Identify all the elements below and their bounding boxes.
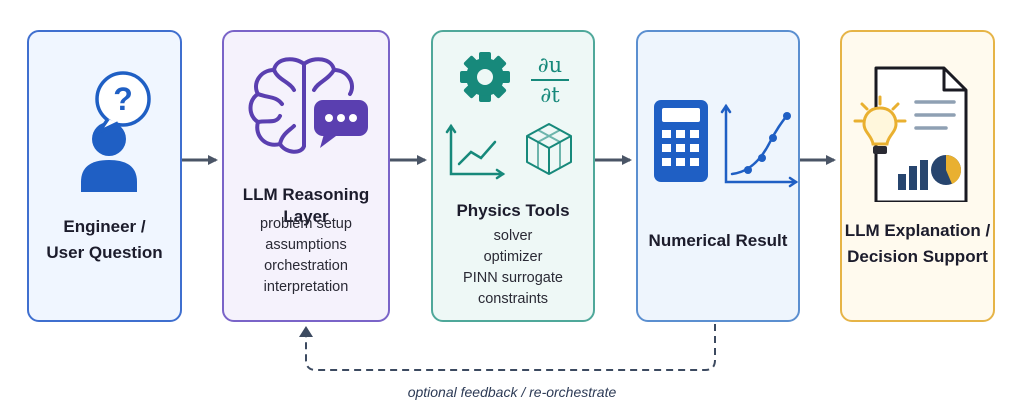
step-5-title-line-1: LLM Explanation / bbox=[844, 221, 991, 240]
step-llm-explanation: LLM Explanation / Decision Support bbox=[840, 30, 995, 322]
step-2-item: orchestration bbox=[264, 258, 348, 274]
pde-denominator: ∂t bbox=[540, 83, 560, 107]
step-2-item: interpretation bbox=[263, 279, 349, 295]
step-5-title: LLM Explanation / Decision Support bbox=[842, 220, 993, 268]
curve-chart-points bbox=[744, 112, 791, 174]
step-3-title: Physics Tools bbox=[456, 201, 570, 220]
brain-icon bbox=[248, 57, 368, 154]
step-1-title-line-2: User Question bbox=[46, 243, 163, 262]
step-3-item: PINN surrogate bbox=[463, 270, 563, 286]
bar-chart-icon bbox=[898, 160, 928, 190]
step-5-title-line-2: Decision Support bbox=[847, 247, 988, 266]
feedback-arrowhead bbox=[299, 326, 313, 337]
step-1-title-line-1: Engineer / bbox=[63, 217, 146, 236]
result-icons bbox=[654, 100, 799, 188]
question-mark: ? bbox=[113, 81, 133, 117]
explanation-icons bbox=[853, 66, 968, 202]
pie-chart-icon bbox=[931, 155, 962, 185]
step-numerical-result: Numerical Result bbox=[636, 30, 800, 322]
step-2-items: problem setup assumptions orchestration … bbox=[224, 214, 388, 298]
step-llm-reasoning: LLM Reasoning Layer problem setup assump… bbox=[222, 30, 390, 322]
step-3-item: optimizer bbox=[483, 249, 543, 265]
user-question-icon: ? bbox=[81, 71, 151, 192]
partial-derivative-symbol: ∂u ∂t bbox=[531, 53, 569, 107]
physics-icons: ∂u ∂t bbox=[445, 52, 572, 180]
step-4-title: Numerical Result bbox=[648, 231, 788, 250]
gear-icon bbox=[460, 52, 510, 102]
step-user-question: ? Engineer / User Question bbox=[27, 30, 182, 322]
mesh-cube-icon bbox=[526, 123, 572, 175]
feedback-label: optional feedback / re-orchestrate bbox=[407, 384, 617, 400]
step-2-item: assumptions bbox=[265, 237, 347, 253]
step-2-title: LLM Reasoning Layer bbox=[242, 185, 370, 226]
step-3-item: solver bbox=[493, 228, 533, 244]
step-physics-tools: ∂u ∂t Physics Tools solver optimizer PIN… bbox=[431, 30, 595, 322]
line-graph-icon bbox=[445, 123, 506, 180]
step-1-title: Engineer / User Question bbox=[29, 216, 180, 264]
calculator-icon bbox=[654, 100, 708, 182]
step-3-item: constraints bbox=[477, 291, 549, 307]
lightbulb-icon bbox=[853, 95, 907, 154]
pde-numerator: ∂u bbox=[538, 53, 562, 77]
feedback-arrow bbox=[305, 324, 716, 371]
step-2-item: problem setup bbox=[260, 216, 352, 232]
step-3-items: solver optimizer PINN surrogate constrai… bbox=[433, 226, 593, 310]
